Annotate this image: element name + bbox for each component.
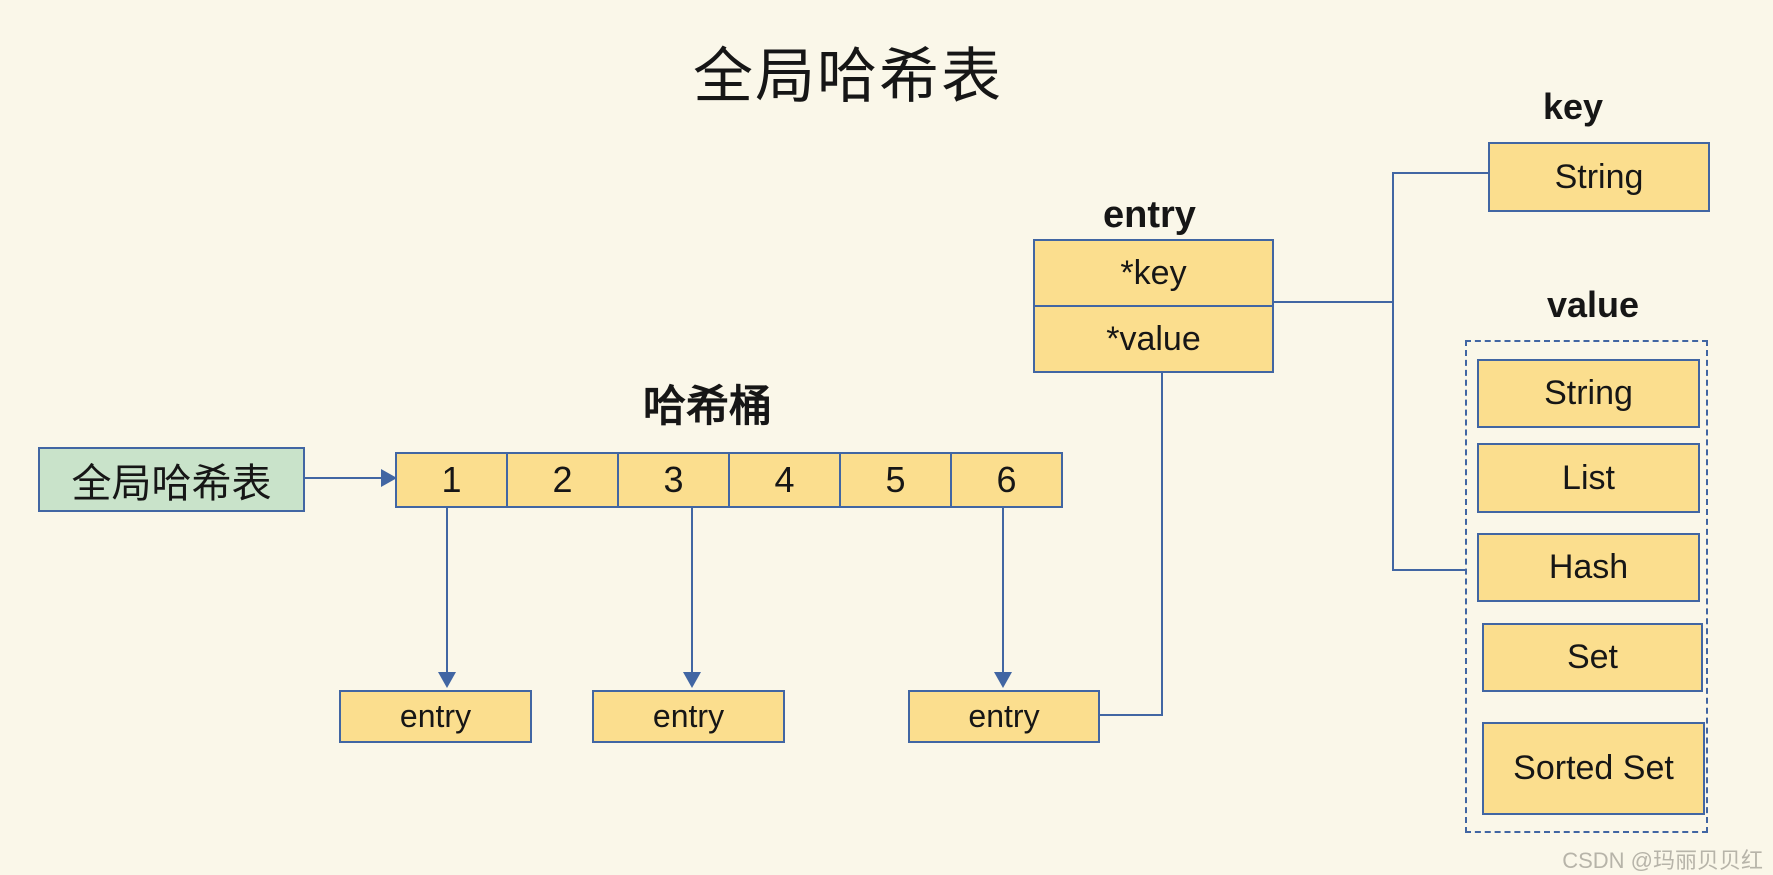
global-hash-table-label: 全局哈希表 <box>71 461 272 506</box>
cell6-to-entry-line <box>1002 508 1004 674</box>
value-type-node: String <box>1477 359 1700 428</box>
key-type-node: String <box>1488 142 1710 212</box>
cell1-to-entry-arrowhead-icon <box>438 672 456 688</box>
bucket-cell: 5 <box>841 454 952 506</box>
global-hash-table-node: 全局哈希表 <box>38 447 305 512</box>
entry-node: entry <box>908 690 1100 743</box>
value-down-line <box>1161 373 1163 716</box>
bucket-cell: 2 <box>508 454 619 506</box>
value-type-node: Sorted Set <box>1482 722 1705 815</box>
bucket-cell: 4 <box>730 454 841 506</box>
key-section-label: key <box>1543 86 1604 127</box>
value-type-node: Hash <box>1477 533 1700 602</box>
value-type-node: Set <box>1482 623 1703 692</box>
diagram-title: 全局哈希表 <box>693 43 1003 110</box>
value-section-label: value <box>1547 284 1640 325</box>
bucket-cell: 6 <box>996 459 1017 500</box>
entry-key-field: *key <box>1035 241 1272 307</box>
value-types-group <box>1465 340 1708 833</box>
value-type-node: List <box>1477 443 1700 513</box>
cell6-to-entry-arrowhead-icon <box>994 672 1012 688</box>
cell1-to-entry-line <box>446 508 448 674</box>
hash-bucket-array: 1 2 3 4 5 6 <box>395 452 1063 508</box>
struct-to-trunk-line <box>1274 301 1394 303</box>
entry-node: entry <box>339 690 532 743</box>
trunk-to-key-line <box>1392 172 1488 174</box>
root-to-bucket-arrowhead-icon <box>381 469 397 487</box>
bucket-label: 哈希桶 <box>643 383 772 431</box>
entry-struct-label: entry <box>1103 194 1196 236</box>
entry-node: entry <box>592 690 785 743</box>
entry3-to-value-line <box>1100 714 1163 716</box>
entry-struct: *key *value <box>1033 239 1274 373</box>
trunk-to-value-line <box>1392 569 1465 571</box>
root-to-bucket-line <box>305 477 383 479</box>
cell3-to-entry-arrowhead-icon <box>683 672 701 688</box>
watermark: CSDN @玛丽贝贝红 <box>1562 848 1763 873</box>
bucket-cell: 1 <box>397 454 508 506</box>
trunk-line <box>1392 172 1394 571</box>
cell3-to-entry-line <box>691 508 693 674</box>
bucket-cell: 3 <box>619 454 730 506</box>
entry-value-field: *value <box>1106 319 1201 358</box>
